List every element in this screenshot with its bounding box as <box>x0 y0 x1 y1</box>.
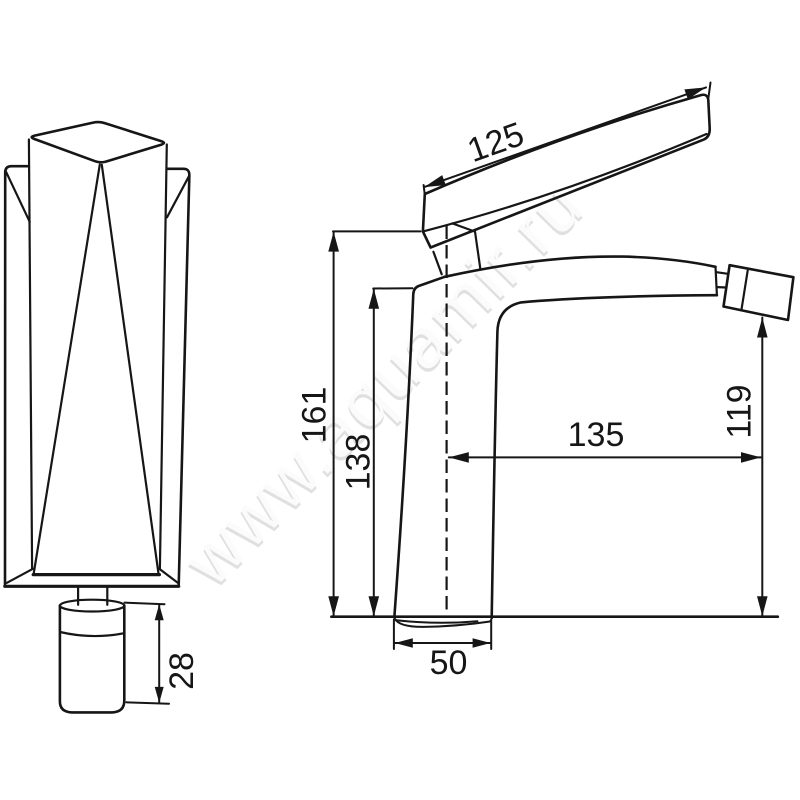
dim-135-arrow-left <box>448 452 469 463</box>
dim-28-arrow-top <box>154 604 164 621</box>
dimension-138: 138 <box>340 287 414 618</box>
dim-28-ext-bottom <box>125 701 170 705</box>
dim-119-arrow-bottom <box>757 596 768 617</box>
neck-left-edge <box>432 250 443 276</box>
chamfer-top-left <box>5 171 31 223</box>
spout-end-edge <box>714 265 718 297</box>
dim-125-ext-right <box>707 81 712 101</box>
chamfer-bottom-right <box>157 567 179 584</box>
handle-right-edge <box>158 143 168 570</box>
dim-119-label: 119 <box>721 384 759 438</box>
side-view <box>330 93 795 628</box>
lever-outline <box>421 93 712 249</box>
dimension-119: 119 <box>721 316 768 618</box>
lever-underside-edge <box>422 132 708 233</box>
dim-161-label: 161 <box>296 387 334 444</box>
handle-taper-right-edge <box>100 163 160 576</box>
body-top-right-edge <box>165 167 191 177</box>
dim-50-arrow-left <box>394 638 413 648</box>
handle-taper-left-edge <box>32 163 101 576</box>
dim-125-line <box>423 86 707 189</box>
dimension-50: 50 <box>392 618 493 682</box>
dim-161-arrow-bottom <box>328 596 339 617</box>
dim-161-arrow-top <box>328 231 339 252</box>
dim-28-arrow-bottom <box>154 686 164 703</box>
dim-50-arrow-right <box>472 638 491 648</box>
handle-top-face <box>30 120 166 164</box>
outlet-connector-top <box>715 271 729 275</box>
dimension-135: 135 <box>447 416 762 463</box>
dim-119-arrow-top <box>757 317 768 338</box>
dim-50-label: 50 <box>430 644 468 682</box>
dim-125-arrow-left <box>424 175 446 188</box>
handle-left-edge <box>27 138 34 570</box>
dimension-161: 161 <box>296 230 422 618</box>
dim-135-label: 135 <box>568 416 625 454</box>
dim-138-arrow-bottom <box>368 596 380 617</box>
dim-138-arrow-top <box>368 288 380 309</box>
dim-135-arrow-right <box>741 452 761 463</box>
neck-right-edge <box>451 222 482 271</box>
spray-head-nut-line <box>740 269 749 311</box>
dim-28-ext-top <box>123 601 166 606</box>
aerator-mid-line <box>59 630 126 638</box>
dimension-28: 28 <box>123 601 201 705</box>
body-right-profile <box>490 293 719 620</box>
dim-28-label: 28 <box>163 652 201 690</box>
aerator-cylinder <box>58 604 126 714</box>
spout-top-edge <box>443 255 717 279</box>
front-view <box>3 120 191 714</box>
dim-125-arrow-right <box>684 87 706 100</box>
chamfer-top-right <box>165 175 190 219</box>
base-gasket-outer <box>393 617 492 628</box>
base-gasket-inner <box>395 619 479 624</box>
body-right-edge <box>177 174 191 587</box>
dim-138-label: 138 <box>340 434 378 491</box>
chamfer-bottom-left <box>5 567 34 584</box>
spray-head <box>722 263 795 322</box>
body-left-profile <box>393 275 446 618</box>
